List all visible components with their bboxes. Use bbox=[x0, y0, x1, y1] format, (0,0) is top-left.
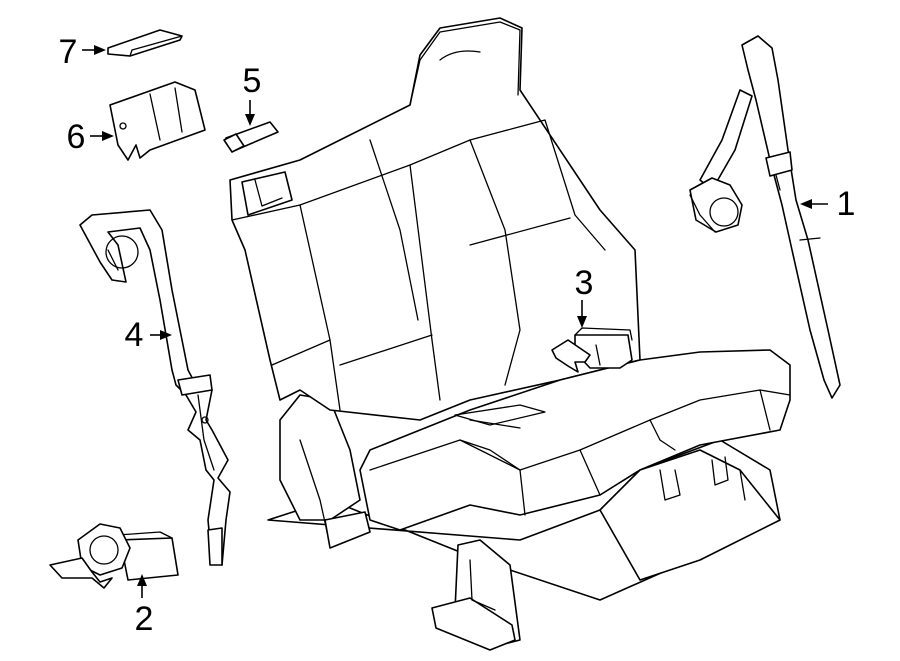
callout-6: 6 bbox=[67, 118, 114, 156]
rear-seat-assembly bbox=[229, 17, 791, 651]
part-2-belt-buckle bbox=[49, 523, 179, 589]
callout-5: 5 bbox=[243, 62, 262, 126]
callout-2-number: 2 bbox=[135, 600, 154, 638]
callout-7: 7 bbox=[59, 33, 106, 71]
part-5-anchor-pin bbox=[223, 121, 279, 153]
callout-3: 3 bbox=[575, 264, 594, 328]
callout-4-number: 4 bbox=[125, 316, 144, 354]
callout-3-number: 3 bbox=[575, 264, 594, 302]
part-4-seat-belt-assembly bbox=[79, 209, 231, 566]
callout-1: 1 bbox=[800, 185, 855, 223]
callout-7-number: 7 bbox=[59, 33, 78, 71]
callout-5-number: 5 bbox=[243, 62, 262, 100]
callout-4: 4 bbox=[125, 316, 172, 354]
callout-6-number: 6 bbox=[67, 118, 86, 156]
callout-2: 2 bbox=[135, 574, 154, 638]
part-7-cover bbox=[107, 29, 183, 57]
part-3-buckle-latch bbox=[551, 327, 633, 373]
part-6-belt-guide bbox=[109, 81, 206, 161]
part-1-seat-belt-retractor bbox=[689, 35, 841, 399]
callout-1-number: 1 bbox=[837, 185, 856, 223]
